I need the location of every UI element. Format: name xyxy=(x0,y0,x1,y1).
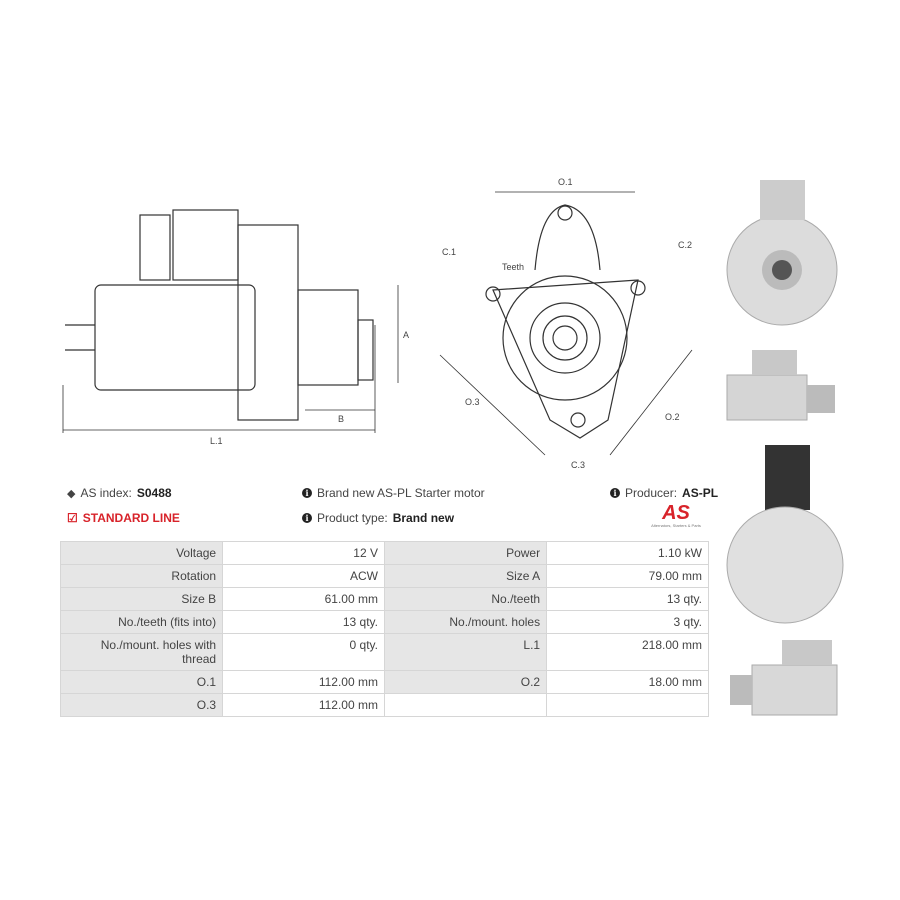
dim-b-label: B xyxy=(338,414,344,424)
c1-label: C.1 xyxy=(442,247,456,257)
spec-label: L.1 xyxy=(383,633,548,671)
table-row: No./teeth (fits into)13 qty.No./mount. h… xyxy=(59,610,709,634)
info-icon: i xyxy=(302,488,312,498)
spec-label: No./mount. holes with thread xyxy=(59,633,224,671)
front-view-drawing: O.1 O.3 O.2 C.1 C.2 C.3 Teeth xyxy=(439,177,693,470)
spec-value: 79.00 mm xyxy=(546,564,709,588)
standard-line-label: STANDARD LINE xyxy=(82,511,180,525)
spec-label: O.3 xyxy=(59,693,224,717)
spec-label: O.1 xyxy=(59,670,224,694)
producer-label: Producer: xyxy=(625,486,678,500)
as-index: ◆ AS index: S0488 xyxy=(67,486,172,500)
c2-label: C.2 xyxy=(678,240,692,250)
spec-value: 18.00 mm xyxy=(546,670,709,694)
spec-value: 112.00 mm xyxy=(222,693,385,717)
product-type-label: Product type: xyxy=(317,511,388,525)
spec-label: Power xyxy=(383,541,548,565)
product-type: i Product type: Brand new xyxy=(302,511,454,525)
spec-value: 61.00 mm xyxy=(222,587,385,611)
dim-l1-label: L.1 xyxy=(210,436,223,446)
producer-value: AS-PL xyxy=(682,486,719,500)
c3-label: C.3 xyxy=(571,460,585,470)
as-logo: AS Alternators, Starters & Parts xyxy=(643,503,709,528)
product-photo-rear xyxy=(725,440,845,630)
product-photo-side-2 xyxy=(722,635,842,720)
producer: i Producer: AS-PL xyxy=(610,486,718,500)
tags-icon: ◆ xyxy=(67,487,76,500)
spec-value xyxy=(546,693,709,717)
spec-value: 13 qty. xyxy=(546,587,709,611)
spec-label: No./teeth xyxy=(383,587,548,611)
spec-value: 13 qty. xyxy=(222,610,385,634)
spec-value: 12 V xyxy=(222,541,385,565)
product-photo-front xyxy=(725,175,840,340)
description-text: Brand new AS-PL Starter motor xyxy=(317,486,485,500)
spec-value: 1.10 kW xyxy=(546,541,709,565)
spec-value: ACW xyxy=(222,564,385,588)
product-photo-side xyxy=(722,345,842,425)
o3-label: O.3 xyxy=(465,397,480,407)
info-icon: i xyxy=(302,513,312,523)
spec-value: 112.00 mm xyxy=(222,670,385,694)
spec-value: 0 qty. xyxy=(222,633,385,671)
logo-tagline: Alternators, Starters & Parts xyxy=(651,523,701,528)
o2-label: O.2 xyxy=(665,412,680,422)
teeth-label: Teeth xyxy=(502,262,524,272)
spec-value: 218.00 mm xyxy=(546,633,709,671)
description: i Brand new AS-PL Starter motor xyxy=(302,486,485,500)
dim-a-label: A xyxy=(403,330,409,340)
side-view-drawing: B A L.1 xyxy=(62,209,409,446)
standard-line-badge: ☑ STANDARD LINE xyxy=(67,511,180,525)
spec-label: Rotation xyxy=(59,564,224,588)
spec-label: No./teeth (fits into) xyxy=(59,610,224,634)
product-type-value: Brand new xyxy=(392,511,455,525)
as-index-label: AS index: xyxy=(80,486,132,500)
spec-label: Size B xyxy=(59,587,224,611)
info-icon: i xyxy=(610,488,620,498)
spec-label: No./mount. holes xyxy=(383,610,548,634)
checkbox-icon: ☑ xyxy=(67,511,78,525)
spec-value: 3 qty. xyxy=(546,610,709,634)
logo-text: AS xyxy=(662,502,690,524)
spec-label: O.2 xyxy=(383,670,548,694)
o1-label: O.1 xyxy=(558,177,573,187)
spec-label: Size A xyxy=(383,564,548,588)
spec-label: Voltage xyxy=(59,541,224,565)
spec-label xyxy=(383,693,548,717)
as-index-value: S0488 xyxy=(136,486,172,500)
